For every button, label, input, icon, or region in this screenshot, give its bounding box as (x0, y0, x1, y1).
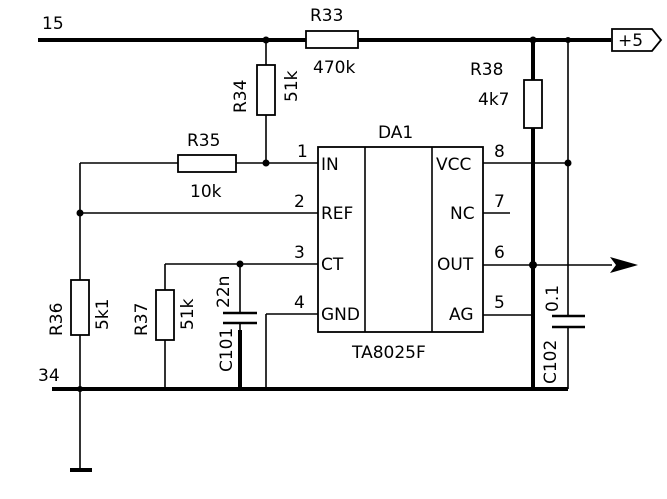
pin-number-5: 5 (494, 293, 505, 313)
resistor-r38 (523, 79, 543, 129)
pin-number-1: 1 (297, 142, 308, 162)
junction-dot (529, 36, 537, 44)
r37-ref-label: R37 (132, 303, 152, 336)
junction-dot (564, 159, 572, 167)
r35-value-label: 10k (190, 182, 222, 202)
junction-dot (262, 36, 270, 44)
pin-number-2: 2 (294, 192, 305, 212)
pin-number-3: 3 (294, 243, 305, 263)
c102-ref-label: C102 (541, 340, 561, 384)
junction-dot (76, 209, 84, 217)
pin-name-out: OUT (437, 255, 474, 275)
pin-number-4: 4 (294, 293, 305, 313)
pin-number-7: 7 (494, 192, 505, 212)
resistor-r35 (177, 154, 237, 173)
supply-label: +5 (618, 31, 643, 51)
resistor-r34 (256, 64, 276, 116)
r35-ref-label: R35 (187, 131, 220, 151)
ic-ref-label: DA1 (378, 123, 413, 143)
r37-value-label: 51k (178, 298, 198, 330)
r38-value-label: 4k7 (478, 90, 509, 110)
pin-name-ct: CT (321, 255, 344, 275)
pin-number-6: 6 (494, 243, 505, 263)
ic-da1-body (317, 146, 484, 333)
resistor-r33 (305, 30, 359, 49)
junction-dot (236, 260, 244, 268)
pin-name-nc: NC (450, 204, 475, 224)
c102-value-label: 0.1 (543, 285, 563, 312)
net-label-34: 34 (38, 366, 60, 386)
r38-ref-label: R38 (470, 60, 503, 80)
net-label-15: 15 (42, 14, 64, 34)
junction-dot (565, 37, 571, 43)
ic-part-label: TA8025F (351, 343, 426, 363)
c101-ref-label: C101 (217, 328, 237, 372)
pin-name-ref: REF (321, 204, 353, 224)
pin-name-gnd: GND (321, 305, 360, 325)
r33-ref-label: R33 (310, 6, 343, 26)
resistor-r37 (155, 289, 175, 341)
junction-dot (262, 159, 270, 167)
supply-connector-flag (611, 28, 663, 52)
r36-ref-label: R36 (47, 303, 67, 336)
pin-name-ag: AG (449, 305, 474, 325)
pin-name-in: IN (321, 155, 339, 175)
output-arrow-icon (610, 257, 638, 273)
r36-value-label: 5k1 (93, 299, 113, 330)
resistor-r36 (70, 279, 90, 336)
pin-number-8: 8 (494, 142, 505, 162)
junction-dot (529, 261, 537, 269)
pin-name-vcc: VCC (436, 155, 471, 175)
r34-value-label: 51k (282, 70, 302, 102)
r33-value-label: 470k (313, 58, 355, 78)
r34-ref-label: R34 (231, 80, 251, 113)
c101-value-label: 22n (214, 276, 234, 308)
junction-dot (77, 386, 83, 392)
